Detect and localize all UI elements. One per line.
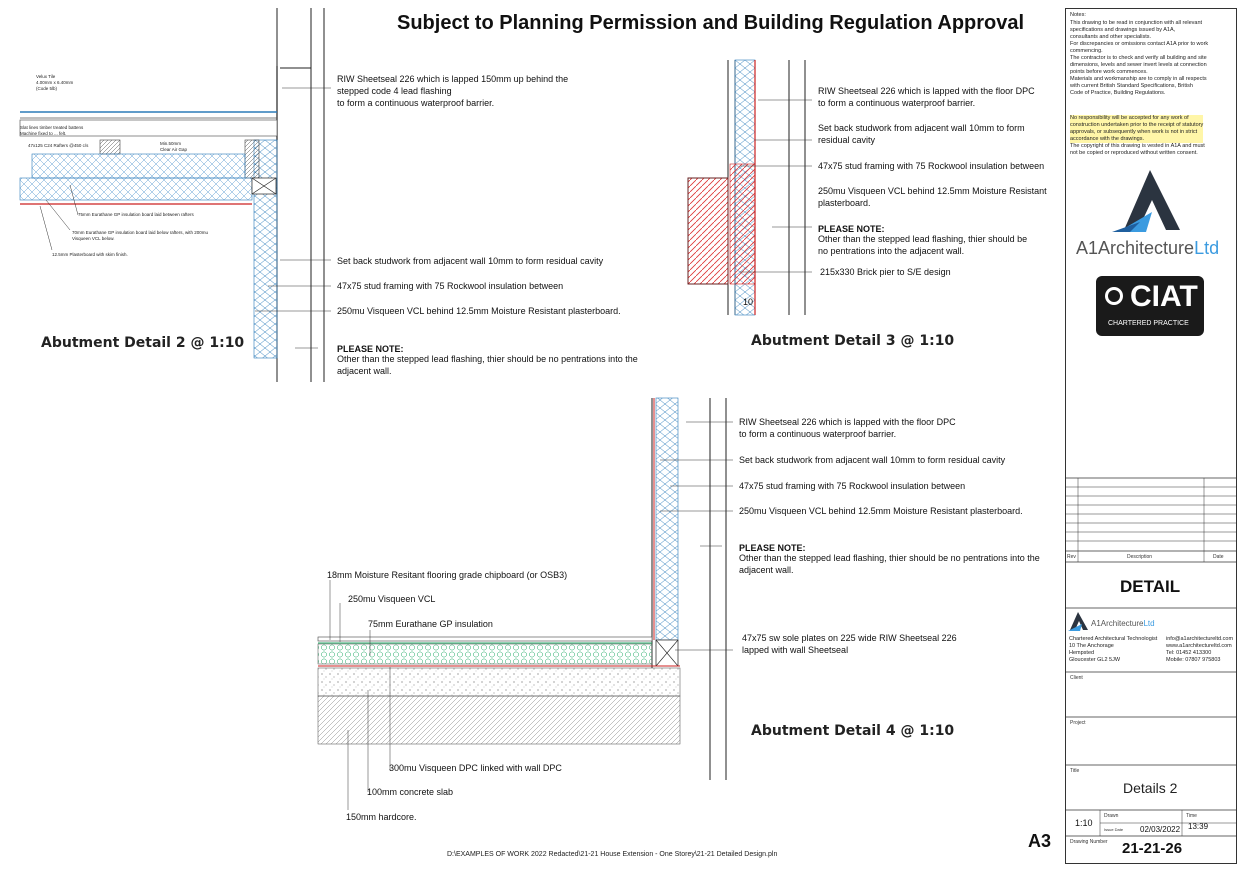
d3-note-setback: Set back studwork from adjacent wall 10m… (818, 123, 1025, 145)
small-brand-main: A1Architecture (1091, 619, 1144, 628)
d4-floor-slab: 100mm concrete slab (367, 787, 454, 797)
rev-col-description: Description (1127, 554, 1153, 560)
d4-floor-vcl: 250mu Visqueen VCL (348, 594, 436, 604)
brand-name: A1ArchitectureLtd (1076, 238, 1219, 259)
ciat-subtitle: CHARTERED PRACTICE (1108, 320, 1189, 327)
brand-name-ltd: Ltd (1194, 238, 1220, 258)
detail-2-drawing (19, 8, 331, 382)
title-label: Title (1070, 768, 1080, 774)
issue-date-label: Issue Date (1104, 827, 1124, 832)
issue-date: 02/03/2022 (1140, 825, 1181, 834)
time-value: 13:39 (1188, 822, 1209, 831)
d3-note-stud: 47x75 stud framing with 75 Rockwool insu… (818, 161, 1045, 171)
brand-name-main: A1Architecture (1076, 238, 1195, 258)
d3-pier-note: 215x330 Brick pier to S/E design (820, 267, 951, 277)
detail-4-drawing (317, 397, 733, 810)
project-label: Project (1070, 720, 1086, 726)
contact-details: info@a1architectureltd.com www.a1archite… (1166, 636, 1234, 663)
d4-floor-hardcore: 150mm hardcore. (346, 812, 417, 822)
small-brand-ltd: Ltd (1143, 619, 1155, 628)
ciat-text: CIAT (1130, 280, 1198, 313)
d2-label-eurathane-between: 75mm Eurathane GP insulation board laid … (78, 212, 194, 217)
d3-dimension: 10 (743, 297, 754, 307)
notes-highlight: No responsibility will be accepted for a… (1070, 115, 1204, 143)
d4-note-setback: Set back studwork from adjacent wall 10m… (739, 455, 1006, 465)
d2-label-plasterboard: 12.5mm Plasterboard with skim finish. (52, 252, 128, 257)
d2-label-eurathane-below: 70mm Eurathane GP insulation board laid … (72, 230, 208, 241)
d4-note-stud: 47x75 stud framing with 75 Rockwool insu… (739, 481, 966, 491)
page-title: Subject to Planning Permission and Build… (397, 12, 1025, 34)
d4-note-sheetseal: RIW Sheetseal 226 which is lapped with t… (739, 417, 956, 439)
d2-please-note-title: PLEASE NOTE: (337, 344, 404, 354)
a1-small-logo-mark (1068, 612, 1088, 631)
d4-floor-chipboard: 18mm Moisture Resitant flooring grade ch… (327, 570, 568, 580)
d4-note-vcl: 250mu Visqueen VCL behind 12.5mm Moistur… (739, 506, 1023, 516)
file-path: D:\EXAMPLES OF WORK 2022 Redacted\21-21 … (447, 851, 778, 858)
contact-address: Chartered Architectural Technologist 10 … (1069, 636, 1158, 663)
d3-please-note-body: Other than the stepped lead flashing, th… (818, 234, 1028, 256)
notes-text: This drawing to be read in conjunction w… (1070, 20, 1209, 96)
drawing-number: 21-21-26 (1122, 840, 1183, 857)
d2-label-velux: Velux Tile 4.00mm x 6.40mm (Code 5lb) (36, 74, 74, 91)
d2-please-note-body: Other than the stepped lead flashing, th… (337, 354, 638, 376)
notes-copyright: The copyright of this drawing is vested … (1070, 143, 1205, 156)
small-brand: A1ArchitectureLtd (1091, 619, 1155, 628)
d3-heading: Abutment Detail 3 @ 1:10 (751, 333, 955, 349)
sheet-type: DETAIL (1120, 577, 1181, 596)
rev-col-rev: Rev (1067, 554, 1076, 560)
d4-please-note-body: Other than the stepped lead flashing, th… (739, 553, 1040, 575)
scale-value: 1:10 (1075, 818, 1093, 828)
d2-note-vcl: 250mu Visqueen VCL behind 12.5mm Moistur… (337, 306, 621, 316)
d2-note-stud: 47x75 stud framing with 75 Rockwool insu… (337, 281, 564, 291)
d4-floor-dpc: 300mu Visqueen DPC linked with wall DPC (389, 763, 562, 773)
rev-col-date: Date (1213, 554, 1224, 560)
d3-please-note-title: PLEASE NOTE: (818, 224, 885, 234)
d4-heading: Abutment Detail 4 @ 1:10 (751, 723, 955, 739)
d2-label-rafters: 47x125 C24 Rafters @450 c/s (28, 143, 89, 148)
ciat-badge (1096, 276, 1204, 336)
d4-sole-plate-note: 47x75 sw sole plates on 225 wide RIW She… (742, 633, 957, 655)
d3-note-sheetseal: RIW Sheetseal 226 which is lapped with t… (818, 86, 1035, 108)
d4-floor-insulation: 75mm Eurathane GP insulation (368, 619, 493, 629)
paper-size: A3 (1028, 831, 1052, 851)
d4-please-note-title: PLEASE NOTE: (739, 543, 806, 553)
title-value: Details 2 (1123, 780, 1178, 796)
d2-note-sheetseal: RIW Sheetseal 226 which is lapped 150mm … (337, 74, 569, 108)
drawn-label: Drawn (1104, 813, 1119, 819)
a1-logo-mark (1112, 170, 1180, 232)
d3-note-vcl: 250mu Visqueen VCL behind 12.5mm Moistur… (818, 186, 1047, 208)
detail-3-drawing (687, 59, 812, 316)
d2-label-battens: Slat lines timber treated battens Machin… (20, 125, 84, 136)
notes-heading: Notes: (1070, 12, 1086, 18)
client-label: Client (1070, 675, 1083, 681)
d2-note-setback: Set back studwork from adjacent wall 10m… (337, 256, 604, 266)
drawing-number-label: Drawing Number (1070, 839, 1108, 845)
d2-heading: Abutment Detail 2 @ 1:10 (41, 335, 245, 351)
time-label: Time (1186, 813, 1197, 819)
d2-label-air-gap: Min.50mm Clear Air Gap (160, 141, 188, 152)
